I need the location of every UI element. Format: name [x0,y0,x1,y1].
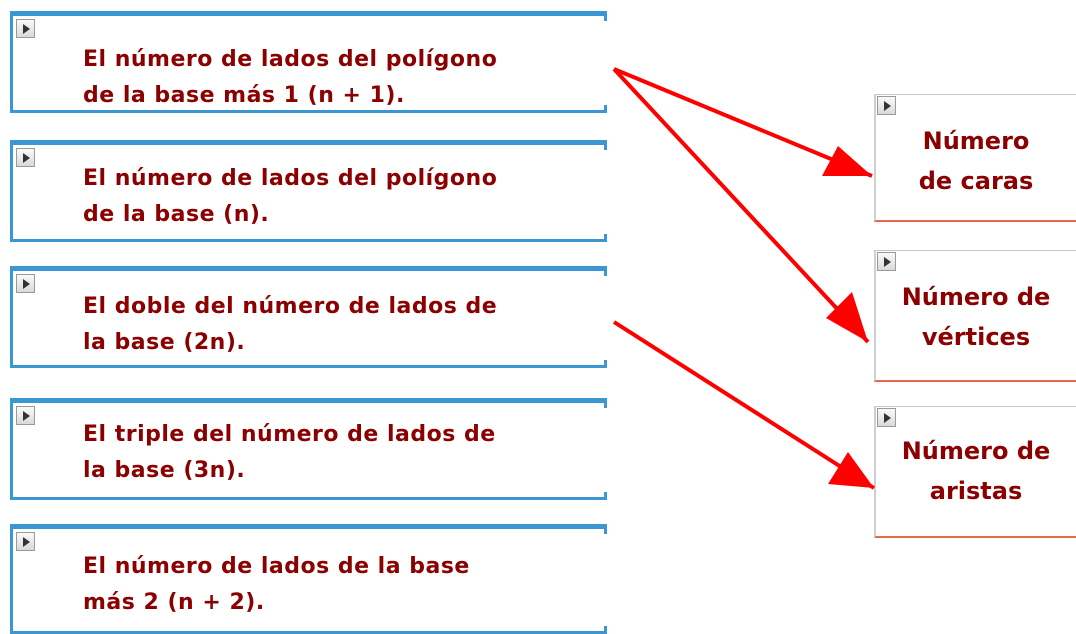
arrow-icon [822,146,872,176]
statement-box-2[interactable]: El número de lados del polígono de la ba… [10,140,607,242]
target-box-caras[interactable]: Número de caras [874,94,1076,222]
play-icon[interactable] [877,252,896,271]
statement-text-2: El número de lados del polígono de la ba… [83,166,498,227]
arrow-icon [826,292,868,342]
statement-text-4: El triple del número de lados de la base… [83,422,496,483]
arrow-icon [828,452,874,488]
play-icon[interactable] [877,96,896,115]
play-icon[interactable] [16,19,35,38]
statement-text-1: El número de lados del polígono de la ba… [83,47,498,108]
play-icon[interactable] [16,148,35,167]
target-box-vertices[interactable]: Número de vértices [874,250,1076,382]
statement-box-5[interactable]: El número de lados de la base más 2 (n +… [10,524,607,634]
play-icon[interactable] [877,408,896,427]
statement-box-3[interactable]: El doble del número de lados de la base … [10,266,607,368]
target-text-caras: Número de caras [918,127,1034,195]
statement-text-5: El número de lados de la base más 2 (n +… [83,554,470,615]
target-text-vertices: Número de vértices [901,283,1051,351]
arrow-icon [612,67,870,344]
play-icon[interactable] [16,274,35,293]
statement-box-4[interactable]: El triple del número de lados de la base… [10,398,607,500]
target-text-aristas: Número de aristas [901,437,1051,505]
play-icon[interactable] [16,406,35,425]
play-icon[interactable] [16,532,35,551]
target-box-aristas[interactable]: Número de aristas [874,406,1076,538]
arrow-icon [613,67,873,178]
arrow-icon [612,320,876,490]
statement-box-1[interactable]: El número de lados del polígono de la ba… [10,11,607,113]
statement-text-3: El doble del número de lados de la base … [83,294,498,355]
